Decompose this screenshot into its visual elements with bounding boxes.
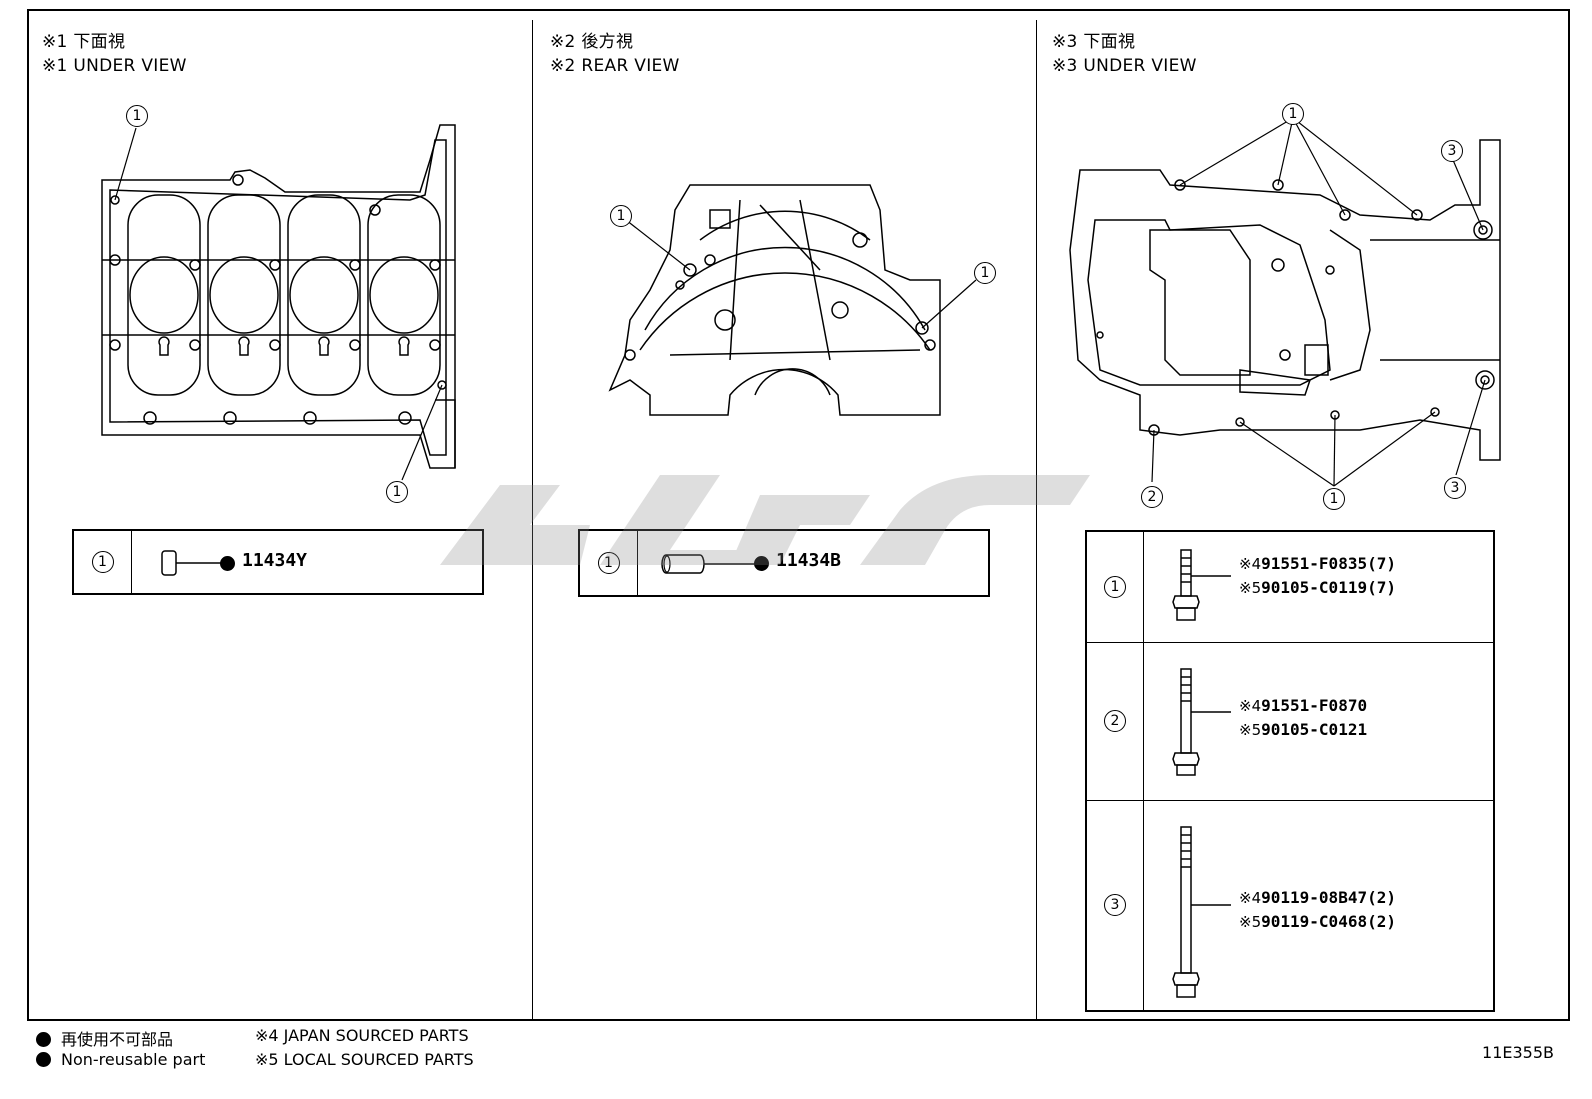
part-row-2-numbers: ※491551-F0870 ※590105-C0121 xyxy=(1239,696,1368,739)
flange-bolt-long-icon xyxy=(1173,825,1233,1005)
part-number: 11434B xyxy=(776,550,842,571)
part-number: 11434Y xyxy=(242,550,308,571)
panel-1-part-table: 1 11434Y xyxy=(72,529,484,595)
knock-pin-icon xyxy=(160,549,225,577)
dowel-pin-icon xyxy=(660,551,760,577)
non-reusable-bullet xyxy=(36,1052,51,1067)
panel-2-part-table: 1 11434B xyxy=(578,529,990,597)
part-row-1-numbers: ※491551-F0835(7) ※590105-C0119(7) xyxy=(1239,554,1396,597)
oil-pan-under-view-drawing xyxy=(1060,130,1510,470)
panel-3-title-jp: ※3 下面視 xyxy=(1052,32,1136,52)
engine-block-under-view-drawing xyxy=(90,100,480,500)
leader-line xyxy=(402,385,442,480)
callout-1: 1 xyxy=(610,205,632,227)
ref-cell: 1 xyxy=(580,531,638,595)
table-column-divider xyxy=(1143,532,1144,1010)
callout-1: 1 xyxy=(1323,488,1345,510)
non-reusable-bullet xyxy=(754,556,769,571)
panel-1-title: ※1 下面視 ※1 UNDER VIEW xyxy=(42,30,187,78)
ref-cell: 1 xyxy=(1087,532,1143,642)
flange-bolt-medium-icon xyxy=(1173,667,1233,779)
panel-2-title: ※2 後方視 ※2 REAR VIEW xyxy=(550,30,680,78)
callout-1: 1 xyxy=(126,105,148,127)
panel-3-title: ※3 下面視 ※3 UNDER VIEW xyxy=(1052,30,1197,78)
leader-line xyxy=(922,280,976,328)
callout-3: 3 xyxy=(1444,477,1466,499)
legend-japan-sourced: ※4 JAPAN SOURCED PARTS xyxy=(255,1026,469,1045)
panel-3-part-table: 1 ※491551-F0835(7) ※590105-C0119(7) 2 ※4… xyxy=(1085,530,1495,1012)
legend-non-reusable-en: Non-reusable part xyxy=(36,1050,205,1069)
panel-2-title-jp: ※2 後方視 xyxy=(550,32,634,52)
panel-3-title-en: ※3 UNDER VIEW xyxy=(1052,56,1197,76)
callout-1: 1 xyxy=(1282,103,1304,125)
callout-1: 1 xyxy=(386,481,408,503)
callout-2: 2 xyxy=(1141,486,1163,508)
japan-part-number: 90119-08B47(2) xyxy=(1261,888,1396,907)
panel-2-title-en: ※2 REAR VIEW xyxy=(550,56,680,76)
legend-local-sourced: ※5 LOCAL SOURCED PARTS xyxy=(255,1050,474,1069)
part-row-3-numbers: ※490119-08B47(2) ※590119-C0468(2) xyxy=(1239,888,1396,931)
local-part-number: 90105-C0121 xyxy=(1261,720,1368,739)
illustration-code: 11E355B xyxy=(1482,1043,1554,1062)
panel-1-title-en: ※1 UNDER VIEW xyxy=(42,56,187,76)
engine-block-rear-view-drawing xyxy=(600,180,960,420)
ref-cell: 2 xyxy=(1087,642,1143,800)
ref-cell: 1 xyxy=(74,531,132,593)
diagram-frame xyxy=(27,9,1570,1021)
panel-divider xyxy=(1036,20,1037,1020)
japan-part-number: 91551-F0870 xyxy=(1261,696,1368,715)
japan-part-number: 91551-F0835(7) xyxy=(1261,554,1396,573)
local-part-number: 90119-C0468(2) xyxy=(1261,912,1396,931)
legend-non-reusable-jp: 再使用不可部品 xyxy=(36,1026,173,1050)
non-reusable-bullet xyxy=(36,1032,51,1047)
panel-1-title-jp: ※1 下面視 xyxy=(42,32,126,52)
local-part-number: 90105-C0119(7) xyxy=(1261,578,1396,597)
callout-3: 3 xyxy=(1441,140,1463,162)
leader-line xyxy=(626,220,690,270)
ref-cell: 3 xyxy=(1087,800,1143,1010)
flange-bolt-short-icon xyxy=(1173,548,1233,624)
panel-divider xyxy=(532,20,533,1020)
non-reusable-bullet xyxy=(220,556,235,571)
callout-1: 1 xyxy=(974,262,996,284)
leader-line xyxy=(115,128,136,200)
table-row-divider xyxy=(1087,800,1493,801)
table-row-divider xyxy=(1087,642,1493,643)
